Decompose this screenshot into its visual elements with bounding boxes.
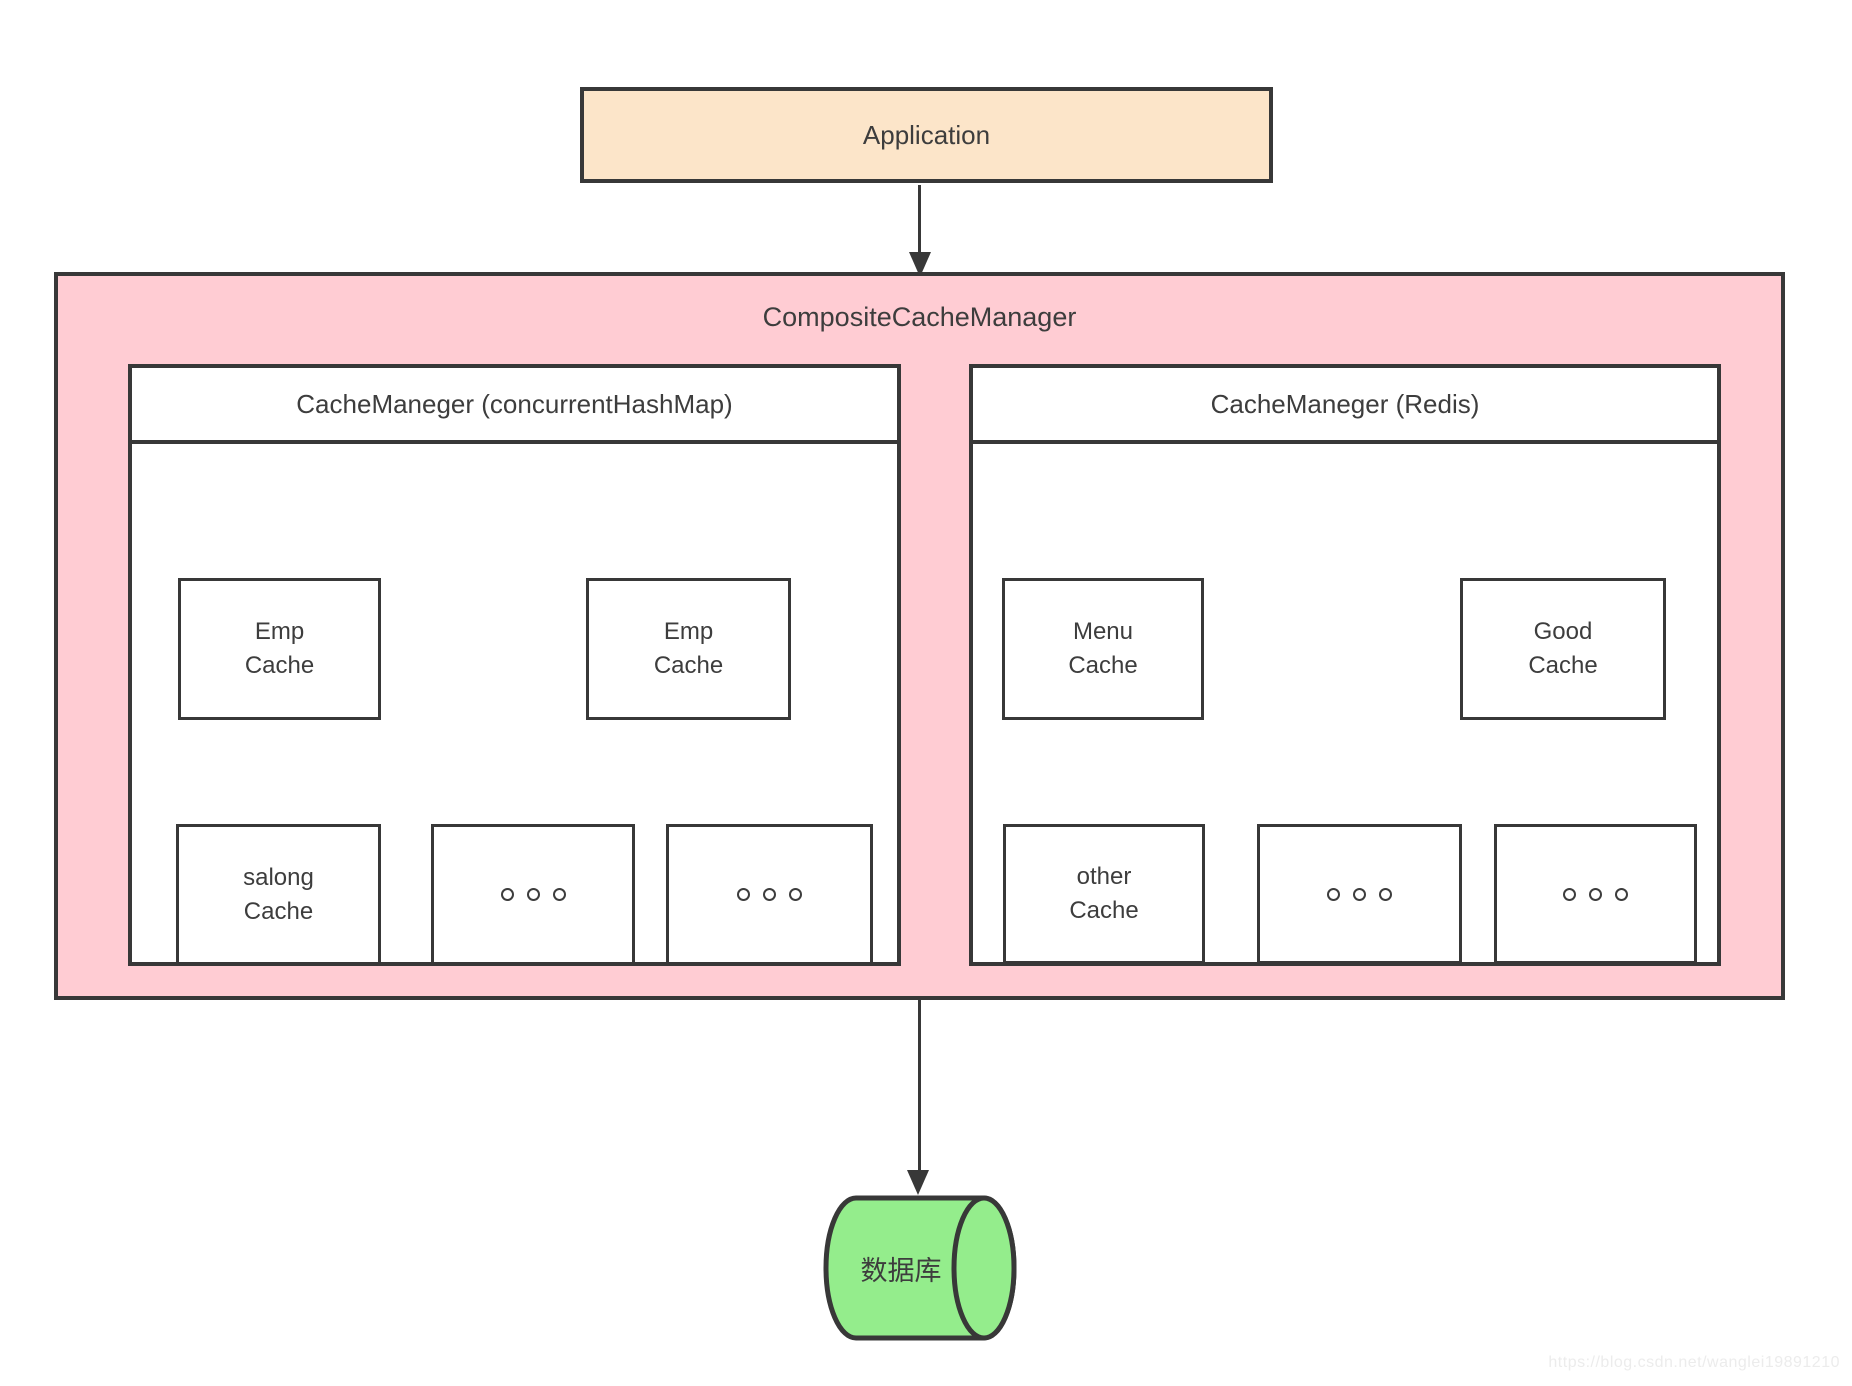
ellipsis-icon bbox=[1563, 887, 1628, 901]
arrow-line bbox=[918, 1000, 921, 1172]
composite-cache-manager-container: CompositeCacheManager CacheManeger (conc… bbox=[54, 272, 1785, 1000]
cache-box-emp-2: Emp Cache bbox=[586, 578, 791, 720]
panel-title: CacheManeger (Redis) bbox=[1210, 388, 1480, 419]
cache-box-menu: Menu Cache bbox=[1002, 578, 1204, 720]
application-label: Application bbox=[862, 119, 991, 150]
dot-icon bbox=[737, 888, 750, 901]
dot-icon bbox=[1563, 887, 1576, 901]
database-cylinder-icon bbox=[823, 1195, 1017, 1341]
panel-header: CacheManeger (Redis) bbox=[973, 368, 1717, 444]
cache-box-other: other Cache bbox=[1003, 824, 1205, 964]
cache-box-ellipsis bbox=[431, 824, 635, 965]
dot-icon bbox=[1589, 887, 1602, 901]
panel-body: Menu Cache Good Cache other Cache bbox=[973, 444, 1717, 964]
dot-icon bbox=[1327, 887, 1340, 901]
cache-manager-panel-redis: CacheManeger (Redis) Menu Cache Good Cac… bbox=[969, 364, 1721, 966]
cache-box-ellipsis bbox=[666, 824, 873, 965]
dot-icon bbox=[526, 888, 540, 901]
ellipsis-icon bbox=[737, 888, 802, 901]
arrow-down-icon bbox=[909, 252, 931, 277]
dot-icon bbox=[1379, 887, 1392, 901]
dot-icon bbox=[1615, 887, 1628, 901]
application-box: Application bbox=[580, 87, 1273, 183]
watermark-text: https://blog.csdn.net/wanglei19891210 bbox=[1548, 1354, 1840, 1371]
cache-manager-panel-concurrenthashmap: CacheManeger (concurrentHashMap) Emp Cac… bbox=[128, 364, 901, 966]
panel-title: CacheManeger (concurrentHashMap) bbox=[296, 388, 733, 419]
panel-header: CacheManeger (concurrentHashMap) bbox=[132, 368, 897, 444]
cache-box-ellipsis bbox=[1494, 824, 1697, 964]
ellipsis-icon bbox=[500, 888, 566, 901]
composite-cache-manager-title: CompositeCacheManager bbox=[762, 302, 1077, 332]
dot-icon bbox=[789, 888, 802, 901]
dot-icon bbox=[552, 888, 566, 901]
database-cylinder bbox=[822, 1194, 1022, 1342]
cache-box-good: Good Cache bbox=[1460, 578, 1666, 720]
dot-icon bbox=[763, 888, 776, 901]
arrow-line bbox=[918, 185, 921, 255]
cache-box-ellipsis bbox=[1257, 824, 1462, 964]
cache-box-salong: salong Cache bbox=[176, 824, 381, 965]
panel-body: Emp Cache Emp Cache salong Cache bbox=[132, 444, 897, 965]
cache-box-emp-1: Emp Cache bbox=[178, 578, 381, 720]
arrow-down-icon bbox=[907, 1170, 929, 1195]
ellipsis-icon bbox=[1327, 887, 1392, 901]
database-label: 数据库 bbox=[860, 1255, 942, 1286]
dot-icon bbox=[1353, 887, 1366, 901]
dot-icon bbox=[500, 888, 514, 901]
